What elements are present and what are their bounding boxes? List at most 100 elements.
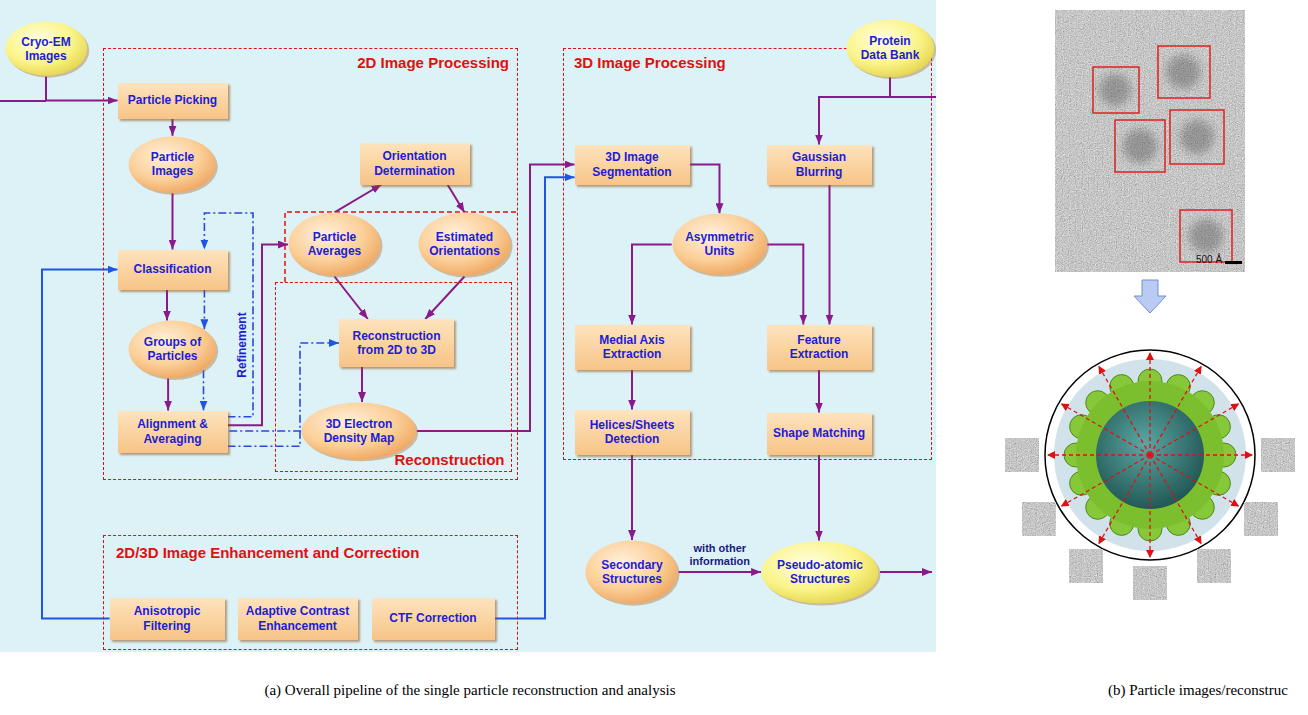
flow-connector <box>767 245 803 325</box>
node-label: Protein Data Bank <box>858 34 921 63</box>
ellipse-fill <box>5 22 87 76</box>
text-group: Orientation Determination <box>365 149 465 178</box>
flow-connector <box>172 119 174 136</box>
process-box: 3D Image Segmentation <box>575 145 690 185</box>
refinement-connector <box>204 290 206 330</box>
process-box: Reconstruction from 2D to 3D <box>339 319 454 367</box>
ellipse-fill <box>302 403 417 460</box>
flow-connector <box>631 455 633 540</box>
ellipse-fill <box>129 136 216 192</box>
process-box: Classification <box>118 250 228 290</box>
reconstruction-view <box>1005 350 1295 600</box>
stage-region: 3D Image Processing 3D Image Segmentation… <box>563 48 932 460</box>
node-label: Particle Averages <box>299 230 369 259</box>
io-ellipse: Pseudo-atomic Structures <box>761 541 879 604</box>
input-line <box>0 100 46 102</box>
text-group: Reconstruction from 2D to 3D <box>344 329 449 358</box>
data-ellipse: Groups of Particles <box>128 320 217 378</box>
flow-connector <box>818 370 820 413</box>
node-label: Pseudo-atomic Structures <box>775 558 865 587</box>
node-label: Anisotropic Filtering <box>115 604 220 633</box>
data-ellipse: Particle Averages <box>288 212 381 276</box>
node-label: Secondary Structures <box>597 558 667 587</box>
node-label: Reconstruction from 2D to 3D <box>344 329 449 358</box>
region-title: Reconstruction <box>394 451 504 468</box>
ellipse-fill <box>762 541 879 603</box>
flow-connector <box>819 77 890 144</box>
region-title: 2D/3D Image Enhancement and Correction <box>116 544 419 561</box>
text-group: Secondary Structures <box>597 558 667 587</box>
flow-connector <box>818 455 820 541</box>
text-group: Cryo-EM Images <box>18 35 74 64</box>
process-box: Alignment & Averaging <box>118 411 228 453</box>
data-ellipse: Asymmetric Units <box>672 213 768 275</box>
flow-connector <box>42 270 118 619</box>
node-label: Cryo-EM Images <box>18 35 74 64</box>
edge-label: with other information <box>680 542 760 568</box>
dashed-outline <box>285 212 518 282</box>
node-label: 3D Image Segmentation <box>580 150 685 179</box>
text-group: Anisotropic Filtering <box>115 604 220 633</box>
process-box: Gaussian Blurring <box>767 145 872 185</box>
stage-region: 2D/3D Image Enhancement and CorrectionAn… <box>103 535 518 650</box>
caption: (b) Particle images/reconstruc <box>1108 682 1288 699</box>
flow-connector <box>417 165 575 432</box>
process-box: Feature Extraction <box>767 325 872 370</box>
text-group: Classification <box>133 262 211 276</box>
node-label: Gaussian Blurring <box>772 150 867 179</box>
ellipse-fill <box>672 214 767 275</box>
ellipse-fill <box>586 540 678 603</box>
process-box: Anisotropic Filtering <box>110 598 225 640</box>
flow-connector <box>829 185 831 325</box>
flow-connector <box>166 290 168 321</box>
data-ellipse: Estimated Orientations <box>418 212 511 276</box>
text-group: Adaptive Contrast Enhancement <box>243 604 353 633</box>
text-group: Pseudo-atomic Structures <box>775 558 865 587</box>
node-label: Estimated Orientations <box>429 230 500 259</box>
node-label: Alignment & Averaging <box>123 417 223 446</box>
node-label: Medial Axis Extraction <box>580 333 685 362</box>
node-label: Particle Images <box>141 150 203 179</box>
flow-connector <box>335 277 368 320</box>
flow-connector <box>46 77 118 101</box>
text-group: Medial Axis Extraction <box>580 333 685 362</box>
ellipse-fill <box>846 19 934 76</box>
process-box: Medial Axis Extraction <box>575 325 690 370</box>
region-title: 3D Image Processing <box>574 54 726 71</box>
node-label: Asymmetric Units <box>684 230 755 259</box>
flow-connector <box>425 277 464 320</box>
node-label: Helices/Sheets Detection <box>580 418 685 447</box>
text-group: Estimated Orientations <box>429 230 499 259</box>
text-group: Helices/Sheets Detection <box>580 418 685 447</box>
rotated-label: Refinement <box>235 300 249 390</box>
text-group: Particle Picking <box>128 93 217 107</box>
flow-connector <box>632 245 672 325</box>
text-group: Particle Averages <box>299 230 369 259</box>
stage-region: 2D Image ProcessingParticle PickingParti… <box>103 48 518 480</box>
text-group: Asymmetric Units <box>684 230 755 259</box>
flow-connector <box>361 367 363 402</box>
ellipse-fill <box>129 321 217 378</box>
ellipse-fill <box>418 213 510 276</box>
refinement-connector <box>228 430 302 432</box>
refinement-connector <box>203 370 205 410</box>
caption: (a) Overall pipeline of the single parti… <box>0 682 940 699</box>
text-group: Shape Matching <box>773 426 865 440</box>
process-box: CTF Correction <box>372 598 495 640</box>
flow-connector <box>631 370 633 410</box>
node-label: Particle Picking <box>128 93 217 107</box>
output-arrow <box>880 571 932 573</box>
node-label: Shape Matching <box>773 426 865 440</box>
input-line <box>890 96 936 98</box>
text-group: Gaussian Blurring <box>772 150 867 179</box>
io-ellipse: Cryo-EM Images <box>5 21 88 76</box>
ellipse-fill <box>288 213 380 276</box>
data-ellipse: 3D Electron Density Map <box>301 402 417 460</box>
flow-connector <box>335 185 382 213</box>
text-group: Feature Extraction <box>772 333 867 362</box>
refinement-connector <box>204 213 253 417</box>
flow-connector <box>679 571 762 573</box>
micrograph <box>1055 10 1245 272</box>
node-label: 3D Electron Density Map <box>317 417 401 446</box>
data-ellipse: Secondary Structures <box>585 540 678 604</box>
